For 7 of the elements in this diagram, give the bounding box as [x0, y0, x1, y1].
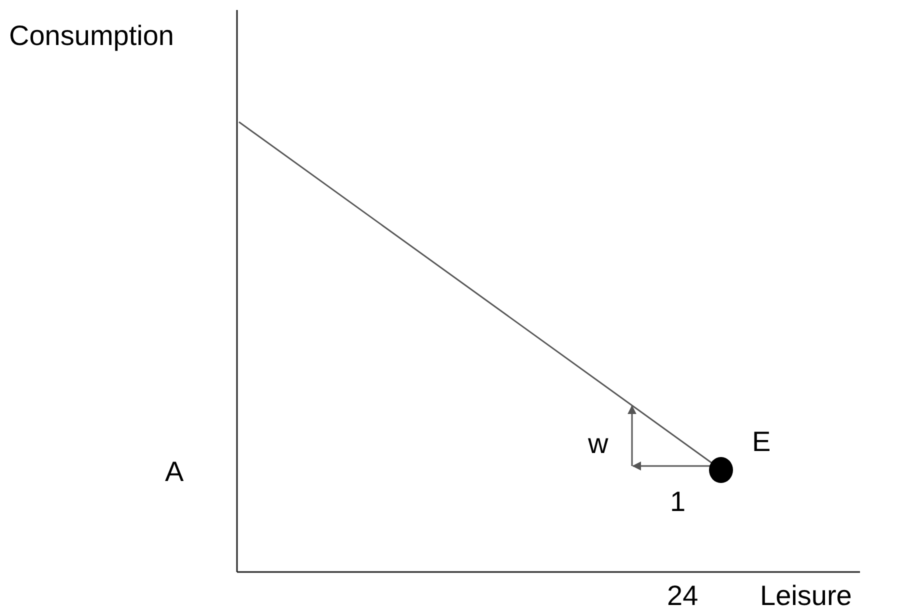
axis-label: Consumption: [9, 22, 174, 50]
point-label: A: [165, 458, 184, 486]
axis-label: Leisure: [760, 582, 852, 610]
measure-label: w: [588, 430, 608, 458]
tick-label: 24: [667, 582, 698, 610]
measure-label: 1: [670, 488, 686, 516]
point-label: E: [752, 428, 771, 456]
